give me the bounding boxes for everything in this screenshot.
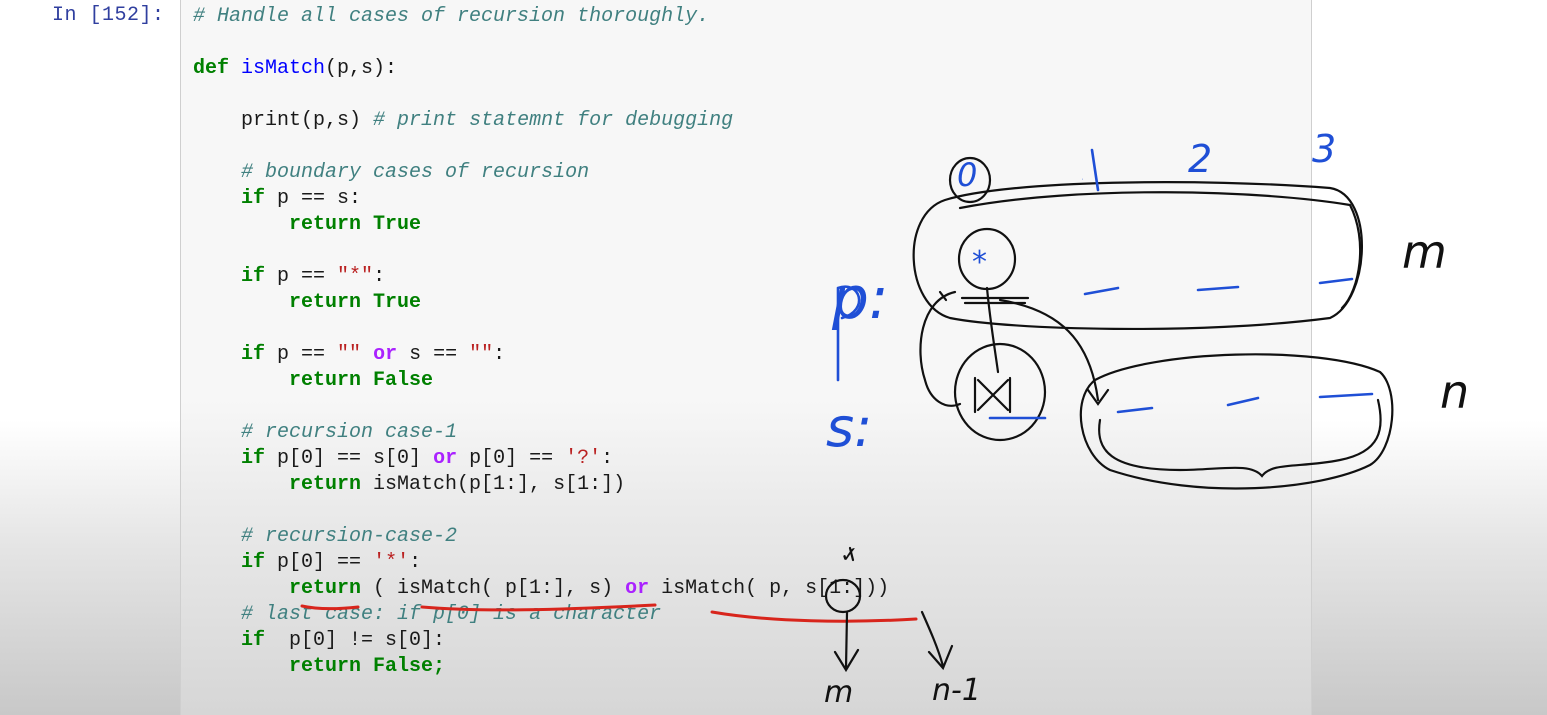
underline-first-call bbox=[420, 603, 657, 612]
label-m-length: m bbox=[1402, 225, 1447, 279]
string-literal: "*" bbox=[337, 265, 374, 288]
code-comment: # print statemnt for debugging bbox=[373, 109, 734, 132]
underline-second-call bbox=[710, 610, 918, 623]
code-text: : bbox=[601, 447, 614, 470]
label-s: s: bbox=[826, 396, 872, 459]
code-text: p == bbox=[265, 265, 338, 288]
keyword-def: def bbox=[193, 57, 230, 80]
circle-col0 bbox=[948, 156, 992, 204]
code-comment: # recursion case-1 bbox=[241, 421, 458, 444]
label-n-minus-1: n-1 bbox=[932, 673, 981, 708]
keyword-false: False bbox=[361, 369, 434, 392]
code-text: : bbox=[493, 343, 506, 366]
keyword-return: return bbox=[289, 473, 362, 496]
scribble-s0 bbox=[973, 376, 1012, 414]
string-literal: '*' bbox=[373, 551, 410, 574]
underline-return bbox=[300, 604, 360, 611]
oval-pattern-inner bbox=[958, 191, 1362, 310]
circle-s0 bbox=[953, 342, 1047, 442]
cell-prompt: In [152]: bbox=[52, 4, 165, 27]
label-col0: 0 bbox=[957, 156, 977, 194]
label-col2: 2 bbox=[1188, 137, 1212, 181]
circle-around-p bbox=[824, 578, 862, 614]
left-loop-tick bbox=[938, 290, 948, 302]
code-text: print(p,s) bbox=[241, 109, 374, 132]
code-text: : bbox=[373, 265, 386, 288]
code-text: p[0] == bbox=[457, 447, 566, 470]
code-text: p[0] == bbox=[265, 551, 374, 574]
arrow-to-n-minus-1 bbox=[920, 610, 954, 671]
arrow-p-to-s-rest bbox=[998, 298, 1110, 406]
label-col3: 3 bbox=[1312, 127, 1336, 171]
dashes-p bbox=[1083, 277, 1354, 296]
oval-pattern bbox=[912, 181, 1363, 331]
code-editor[interactable]: # Handle all cases of recursion thorough… bbox=[193, 4, 889, 680]
keyword-if: if bbox=[241, 187, 266, 210]
check-mark: ✓ bbox=[840, 543, 858, 568]
brace-under-s bbox=[1098, 398, 1382, 478]
string-literal: "" bbox=[469, 343, 494, 366]
double-underline bbox=[960, 296, 1030, 305]
label-star: * bbox=[972, 245, 987, 280]
keyword-return: return bbox=[289, 213, 362, 236]
code-cell[interactable] bbox=[180, 0, 1312, 715]
keyword-or: or bbox=[433, 447, 458, 470]
handwritten-text: 0 2 3 1 p: s: * m n m n-1 ✓ bbox=[824, 127, 1469, 710]
code-text: p == bbox=[265, 343, 338, 366]
code-text: p == s: bbox=[265, 187, 362, 210]
label-col1: 1 bbox=[1082, 179, 1083, 181]
left-loop bbox=[919, 290, 962, 407]
code-text: isMatch(p[1:], s[1:]) bbox=[361, 473, 626, 496]
dashes-s bbox=[1116, 392, 1374, 414]
keyword-return: return bbox=[289, 291, 362, 314]
circle-star bbox=[957, 227, 1017, 291]
tick-col1 bbox=[1090, 148, 1100, 192]
code-comment: # recursion-case-2 bbox=[241, 525, 458, 548]
keyword-false: False; bbox=[361, 655, 446, 678]
oval-string bbox=[1079, 353, 1394, 490]
keyword-true: True bbox=[361, 291, 422, 314]
keyword-return: return bbox=[289, 577, 362, 600]
keyword-if: if bbox=[241, 551, 266, 574]
code-text: ( isMatch( p[1:], s) bbox=[361, 577, 626, 600]
code-comment: # boundary cases of recursion bbox=[241, 161, 590, 184]
label-n-length: n bbox=[1440, 365, 1469, 419]
line-p-to-s bbox=[985, 286, 1000, 374]
function-name: isMatch bbox=[241, 57, 326, 80]
blue-ink bbox=[836, 148, 1374, 420]
code-comment: # Handle all cases of recursion thorough… bbox=[193, 5, 710, 28]
string-literal: "" bbox=[337, 343, 362, 366]
label-m-below: m bbox=[824, 675, 853, 710]
keyword-if: if bbox=[241, 447, 266, 470]
keyword-or: or bbox=[361, 343, 398, 366]
string-literal: '?' bbox=[565, 447, 602, 470]
keyword-return: return bbox=[289, 369, 362, 392]
keyword-true: True bbox=[361, 213, 422, 236]
arrow-to-m bbox=[833, 611, 860, 673]
p-glyph bbox=[836, 285, 861, 382]
black-ink bbox=[824, 156, 1394, 673]
keyword-or: or bbox=[625, 577, 650, 600]
label-p: p: bbox=[831, 264, 888, 332]
code-text: p[0] == s[0] bbox=[265, 447, 434, 470]
code-text: s == bbox=[397, 343, 470, 366]
red-underlines bbox=[300, 603, 918, 623]
keyword-if: if bbox=[241, 265, 266, 288]
code-text: p[0] != s[0]: bbox=[265, 629, 446, 652]
keyword-return: return bbox=[289, 655, 362, 678]
code-text: : bbox=[409, 551, 422, 574]
keyword-if: if bbox=[241, 343, 266, 366]
check-mark-stroke bbox=[848, 546, 855, 562]
keyword-if: if bbox=[241, 629, 266, 652]
code-text: (p,s): bbox=[325, 57, 398, 80]
